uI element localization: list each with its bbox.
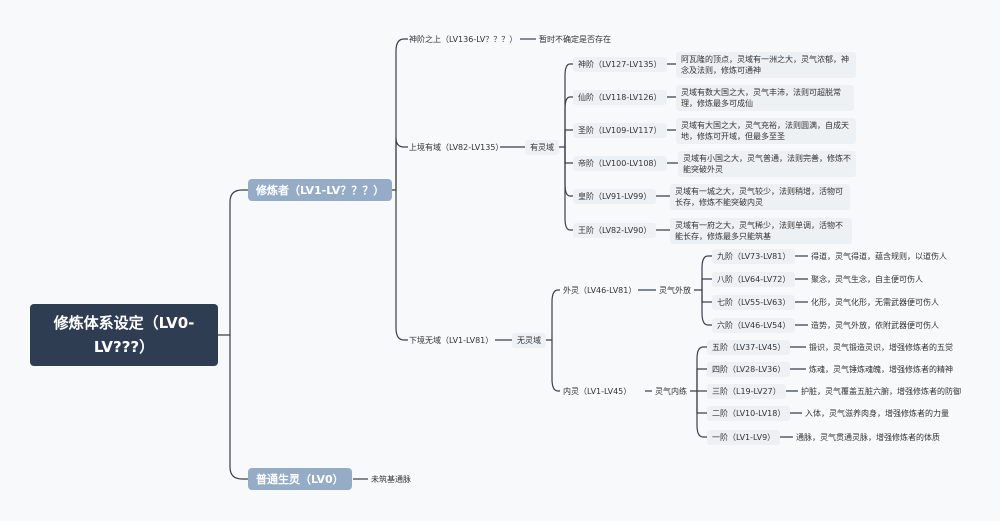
inner-spirit-node[interactable]: 内灵（LV1-LV45） — [563, 387, 632, 396]
upper-stage-label[interactable]: 圣阶（LV109-LV117） — [573, 123, 667, 138]
inner-stage-desc[interactable]: 炼魂，灵气锤炼魂魄，增强修炼者的精神 — [809, 365, 953, 374]
inner-method-node[interactable]: 灵气内练 — [655, 387, 687, 396]
inner-stage-label[interactable]: 五阶（LV37-LV45） — [707, 340, 791, 355]
outer-stage-desc[interactable]: 造势，灵气外放，依附武器便可伤人 — [811, 321, 939, 330]
inner-stage-label[interactable]: 二阶（LV10-LV18） — [707, 406, 791, 421]
outer-stage-desc[interactable]: 化形，灵气化形，无需武器便可伤人 — [811, 298, 939, 307]
god-realm-node[interactable]: 神阶之上（LV136-LV？？？） — [409, 35, 518, 44]
upper-stage-desc[interactable]: 阿瓦隆的顶点，灵域有一洲之大，灵气浓郁，神念及法则，修炼可通神 — [676, 52, 856, 78]
outer-stage-desc[interactable]: 得道，灵气得道，蕴含规则，以道伤人 — [811, 252, 947, 261]
upper-stage-label[interactable]: 皇阶（LV91-LV99） — [573, 189, 657, 204]
upper-stage-desc[interactable]: 灵域有数大国之大，灵气丰沛，法则可超脱常理，修炼最多可成仙 — [676, 85, 854, 111]
ordinary-being-node[interactable]: 普通生灵（LV0） — [248, 468, 352, 490]
inner-stage-desc[interactable]: 锻识，灵气锻造灵识，增强修炼者的五觉 — [809, 343, 953, 352]
outer-stage-label[interactable]: 七阶（LV55-LV63） — [712, 295, 796, 310]
outer-stage-label[interactable]: 六阶（LV46-LV54） — [712, 318, 796, 333]
inner-stage-desc[interactable]: 入体，灵气滋养肉身，增强修炼者的力量 — [805, 409, 949, 418]
god-realm-note[interactable]: 暂时不确定是否存在 — [539, 35, 611, 44]
upper-stage-label[interactable]: 仙阶（LV118-LV126） — [573, 90, 667, 105]
ordinary-note[interactable]: 未筑基通脉 — [371, 475, 411, 484]
inner-stage-label[interactable]: 一阶（LV1-LV9） — [707, 430, 781, 445]
upper-stage-desc[interactable]: 灵域有小国之大，灵气普通，法则完善，修炼不能突破外灵 — [678, 151, 856, 177]
upper-stage-label[interactable]: 帝阶（LV100-LV108） — [573, 156, 667, 171]
outer-spirit-node[interactable]: 外灵（LV46-LV81） — [563, 286, 637, 295]
lower-domain-node[interactable]: 无灵域 — [512, 333, 546, 348]
inner-stage-label[interactable]: 四阶（LV28-LV36） — [707, 362, 791, 377]
outer-stage-label[interactable]: 九阶（LV73-LV81） — [712, 249, 796, 264]
upper-stage-label[interactable]: 王阶（LV82-LV90） — [573, 223, 657, 238]
upper-stage-desc[interactable]: 灵域有一城之大，灵气较少，法则稍增，活物可长存，修炼不能突破内灵 — [670, 184, 850, 210]
upper-stage-label[interactable]: 神阶（LV127-LV135） — [573, 57, 667, 72]
inner-stage-desc[interactable]: 护脏，灵气覆盖五脏六腑，增强修炼者的防御 — [801, 387, 961, 396]
inner-stage-desc[interactable]: 通脉，灵气贯通灵脉，增强修炼者的体质 — [796, 433, 940, 442]
upper-stage-desc[interactable]: 灵域有一府之大，灵气稀少，法则单调，活物不能长存，修炼最多只能筑基 — [670, 218, 852, 244]
upper-domain-node[interactable]: 有灵域 — [525, 140, 559, 155]
outer-stage-desc[interactable]: 聚念，灵气生念，自主便可伤人 — [811, 275, 923, 284]
root-topic[interactable]: 修炼体系设定（LV0-LV???） — [30, 304, 218, 366]
outer-stage-label[interactable]: 八阶（LV64-LV72） — [712, 272, 796, 287]
cultivator-node[interactable]: 修炼者（LV1-LV？？？） — [248, 179, 393, 201]
upper-stage-desc[interactable]: 灵域有大国之大，灵气充裕，法则圆满，自成天地，修炼可开域，但最多至圣 — [676, 118, 856, 144]
inner-stage-label[interactable]: 三阶（L19-LV27） — [707, 384, 786, 399]
outer-method-node[interactable]: 灵气外放 — [659, 286, 691, 295]
lower-realm-node[interactable]: 下境无域（LV1-LV81） — [409, 336, 494, 345]
upper-realm-node[interactable]: 上境有域（LV82-LV135） — [409, 143, 504, 152]
